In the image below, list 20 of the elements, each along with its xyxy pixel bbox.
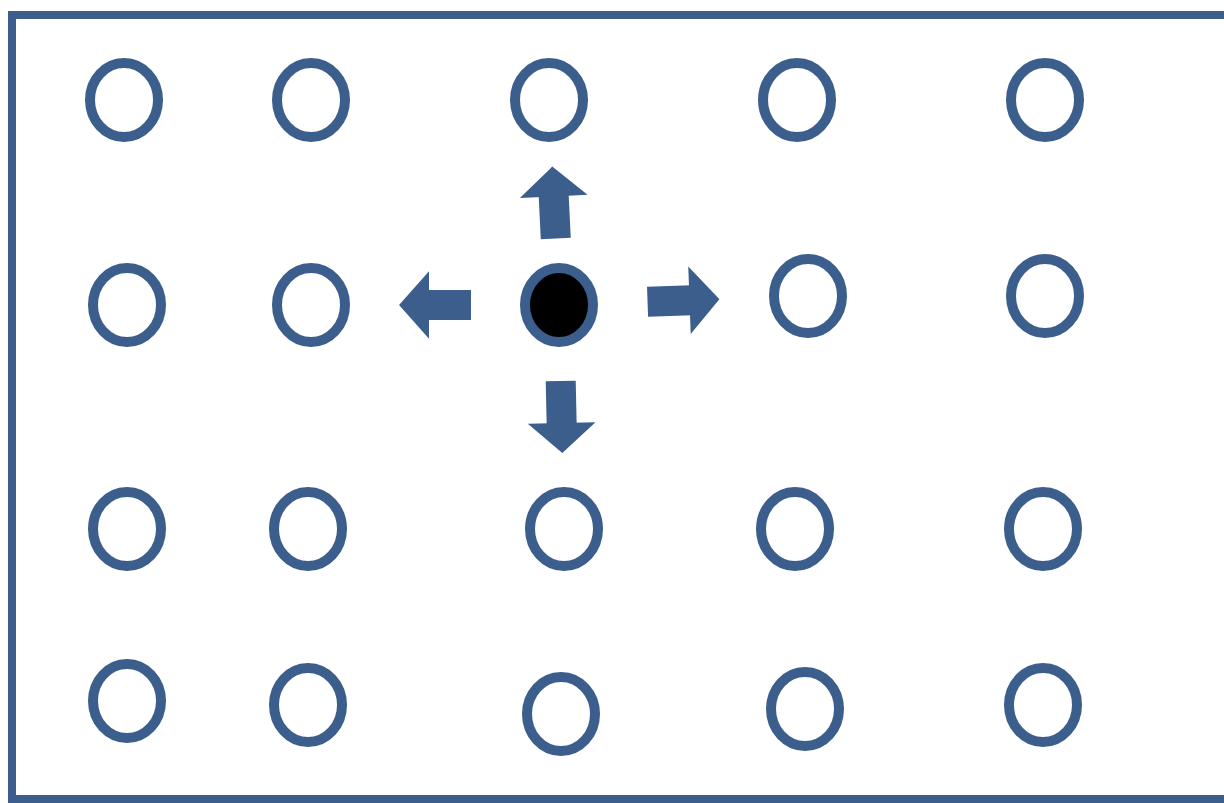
circle [88, 263, 166, 347]
circle [269, 663, 347, 747]
circle [769, 254, 847, 338]
circle [272, 263, 350, 347]
circle [756, 487, 834, 571]
circle [1004, 663, 1082, 747]
circle [85, 58, 163, 142]
circle [1006, 58, 1084, 142]
circle [88, 487, 166, 571]
circle [522, 672, 600, 756]
circle [1006, 254, 1084, 338]
circle [88, 659, 166, 743]
filled-circle [520, 263, 598, 347]
circle [510, 58, 588, 142]
circle [1004, 487, 1082, 571]
circle [272, 58, 350, 142]
circle [758, 58, 836, 142]
circle [269, 487, 347, 571]
circle [766, 667, 844, 751]
circle [525, 487, 603, 571]
